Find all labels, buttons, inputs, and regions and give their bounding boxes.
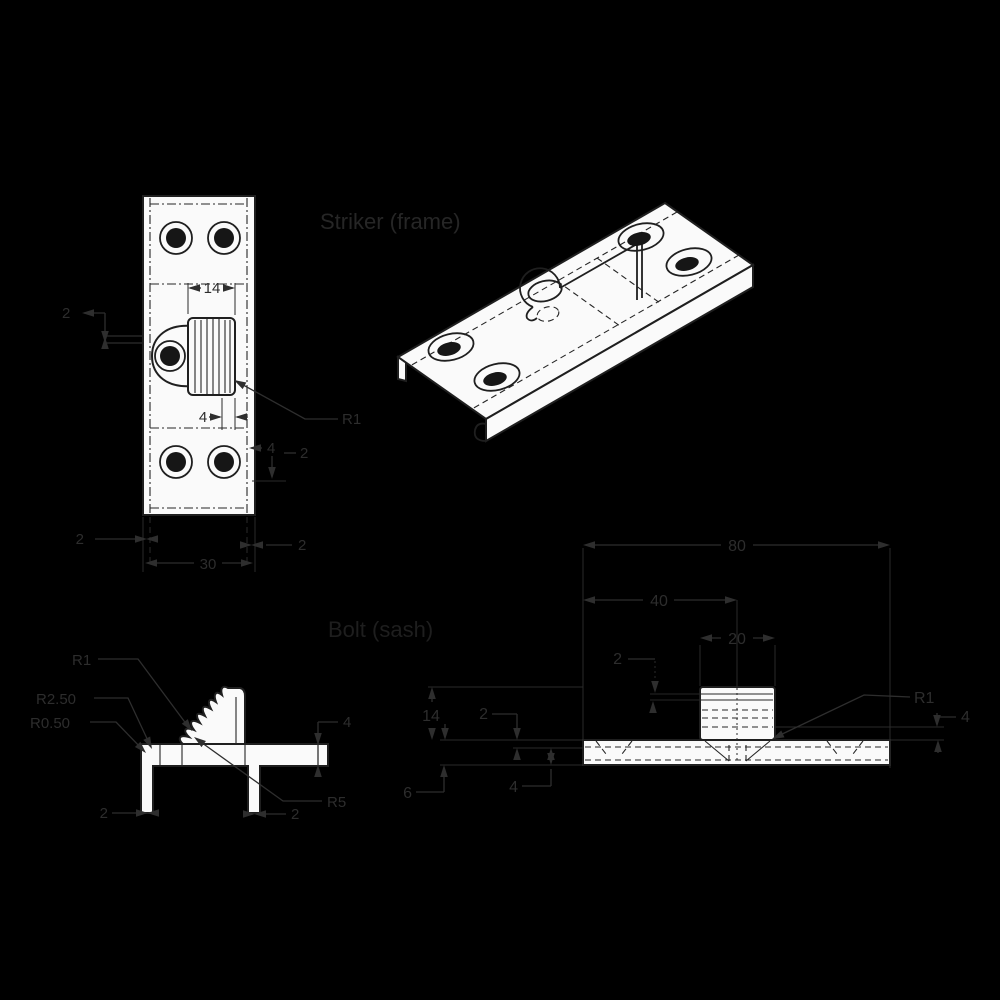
screw-holes [159,221,241,479]
dim-left-leg: 2 [100,805,159,822]
svg-text:4: 4 [343,714,351,731]
svg-text:2: 2 [62,305,70,322]
iso-ramp-strip-a [596,257,661,304]
svg-text:4: 4 [199,409,207,426]
dim-plate-thickness: 4 [314,714,351,777]
rib-block [187,317,236,396]
svg-text:R1: R1 [342,411,361,428]
iso-hem-curl [473,422,487,442]
dim-right-bend: 2 [240,537,306,554]
svg-text:2: 2 [76,531,84,548]
iso-bend-line-near [471,254,740,410]
svg-text:R1: R1 [914,690,935,707]
front-view: 14 4 R1 2 [62,195,361,573]
svg-text:2: 2 [100,805,108,822]
svg-text:2: 2 [300,445,308,462]
svg-text:R0.50: R0.50 [30,715,70,732]
countersink-right [826,740,864,755]
svg-text:2: 2 [291,806,299,823]
dim-overall-width: 30 [145,556,253,573]
bolt-title: Bolt (sash) [328,617,433,642]
dim-lower-thickness: 4 [509,748,555,796]
dim-top-offset: 2 [479,706,521,760]
svg-text:30: 30 [200,556,217,573]
svg-text:4: 4 [267,440,275,457]
svg-text:R1: R1 [72,652,91,669]
iso-ramp-strip-b [556,280,621,327]
dim-rib-offset: 4 [199,398,248,430]
dim-edge-radius: R0.50 [30,715,149,756]
dim-tab-thickness: 2 [62,305,142,349]
svg-text:4: 4 [509,779,518,796]
svg-text:14: 14 [422,708,440,725]
dim-bottom: 2 2 30 [76,517,306,573]
iso-center-hole [527,279,563,303]
dim-corner-radius: R2.50 [36,691,156,751]
dim-left-bend: 2 [76,531,158,548]
svg-text:20: 20 [728,631,746,648]
svg-text:R2.50: R2.50 [36,691,76,708]
dim-hole-offset: 2 [284,445,308,462]
svg-text:4: 4 [961,709,970,726]
striker-title: Striker (frame) [320,209,461,234]
svg-text:6: 6 [403,785,412,802]
iso-screw-holes [427,222,713,392]
svg-text:14: 14 [204,280,221,297]
dim-overall-length: 80 [583,538,890,555]
svg-text:R5: R5 [327,794,346,811]
dim-right-leg: 2 [243,806,299,823]
striker-side-profile [140,743,329,814]
isometric-view [396,201,755,443]
dim-rib-radius: R1 [232,376,361,428]
svg-text:2: 2 [613,651,622,668]
dim-shoulder-height: 4 [933,709,970,753]
section-view: 80 40 20 2 [403,538,970,802]
dim-block-center: 40 [583,593,737,610]
dim-total-thickness: 6 [403,724,449,802]
svg-text:2: 2 [479,706,488,723]
svg-text:80: 80 [728,538,746,555]
tab-hole-ring [154,340,186,372]
countersink-center [704,740,771,763]
iso-ramp [519,241,643,322]
tab-hole [160,346,180,366]
dim-tip-radius: R1 [72,652,196,734]
dim-bend-radius: R5 [191,733,346,811]
dim-rib-width: 14 [187,280,236,315]
side-view: R1 R2.50 R0.50 R5 2 2 [30,652,351,823]
dim-fillet-radius: R1 [770,690,935,743]
dim-block-height: 14 [422,687,440,740]
iso-center-hole-hidden [536,306,560,322]
svg-text:2: 2 [298,537,306,554]
countersink-left [595,740,633,755]
rib-lines [194,319,231,394]
dim-block-width: 20 [700,631,775,648]
dim-bend-offset: 4 [249,440,286,482]
serrated-ramp [178,685,246,745]
svg-text:40: 40 [650,593,668,610]
dim-step-depth: 2 [613,651,659,713]
